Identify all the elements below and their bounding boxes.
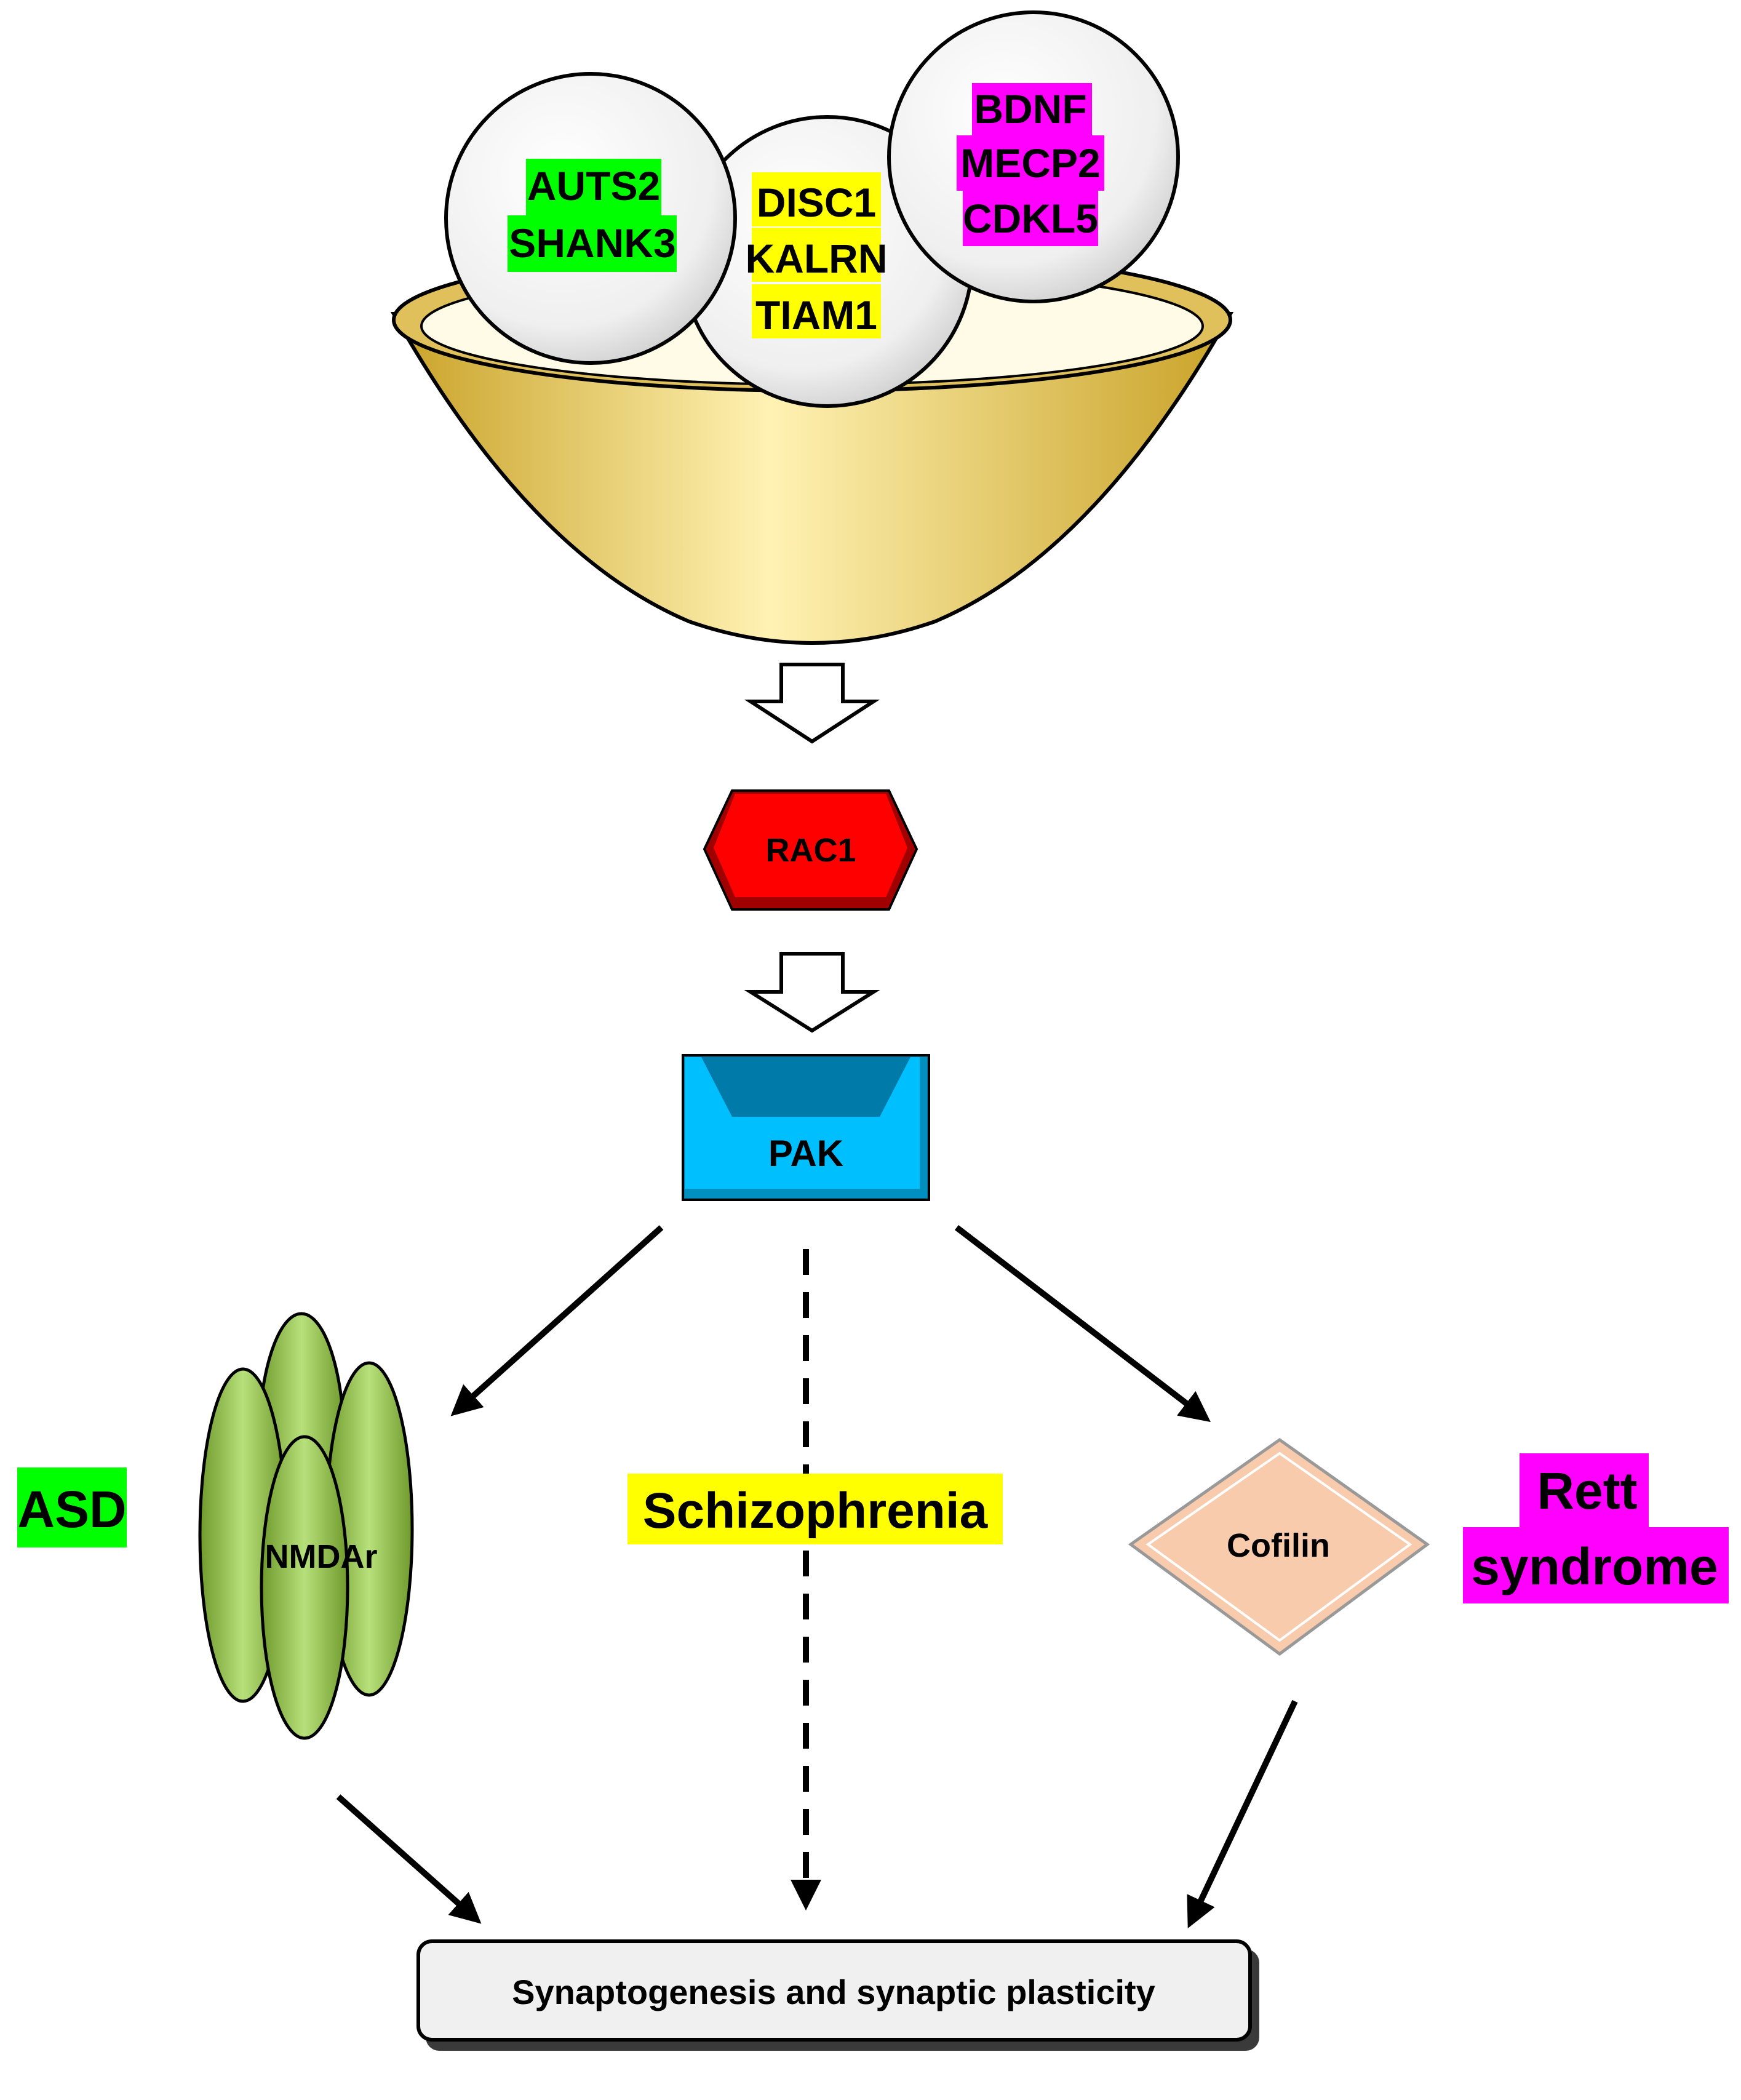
- arrow-nmdar-to-outcome: [336, 1794, 482, 1924]
- asd-highlight: [17, 1467, 127, 1547]
- rett-label-group: Rett syndrome: [1463, 1453, 1729, 1603]
- schizophrenia-label-group: Schizophrenia: [627, 1474, 1003, 1544]
- gene-label: AUTS2: [527, 163, 660, 209]
- rac1-node: RAC1: [703, 789, 918, 911]
- highlight-shank3: [508, 215, 677, 272]
- highlight-auts2: [526, 159, 661, 215]
- asd-label: ASD: [17, 1480, 126, 1538]
- schizophrenia-highlight: [627, 1474, 1003, 1544]
- rac1-label: RAC1: [765, 832, 856, 869]
- gene-label: MECP2: [960, 140, 1100, 186]
- gene-label: TIAM1: [755, 292, 877, 338]
- highlight-bdnf: [972, 83, 1092, 135]
- asd-label-group: ASD: [17, 1467, 127, 1547]
- arrow-pak-to-nmdar: [450, 1225, 664, 1416]
- rett-label-line2: syndrome: [1471, 1538, 1718, 1595]
- gene-label: KALRN: [746, 236, 888, 281]
- gene-label: SHANK3: [509, 220, 675, 266]
- cofilin-node: Cofilin: [1128, 1437, 1430, 1656]
- highlight-tiam1: [752, 284, 881, 338]
- gene-label: DISC1: [757, 180, 876, 225]
- nmdar-label: NMDAr: [265, 1538, 378, 1575]
- nmdar-node: NMDAr: [198, 1312, 414, 1740]
- gene-circle-right: BDNF MECP2 CDKL5: [887, 10, 1180, 303]
- schizophrenia-label: Schizophrenia: [643, 1483, 989, 1539]
- highlight-kalrn: [752, 228, 881, 282]
- rett-highlight-line2: [1463, 1527, 1729, 1603]
- arrow-cofilin-to-outcome: [1187, 1699, 1298, 1929]
- rett-label-line1: Rett: [1537, 1462, 1637, 1520]
- highlight-mecp2: [957, 135, 1104, 191]
- hollow-down-arrow-2: [744, 952, 880, 1033]
- highlight-disc1: [752, 172, 881, 226]
- outcome-node: Synaptogenesis and synaptic plasticity: [416, 1939, 1259, 2051]
- outcome-label: Synaptogenesis and synaptic plasticity: [512, 1973, 1155, 2011]
- gene-label: CDKL5: [963, 196, 1098, 241]
- cofilin-label: Cofilin: [1227, 1527, 1330, 1564]
- highlight-cdkl5: [963, 191, 1098, 246]
- pak-label: PAK: [768, 1133, 843, 1174]
- arrow-pak-to-cofilin: [954, 1225, 1211, 1423]
- gene-label: BDNF: [974, 86, 1086, 132]
- gene-circle-left: AUTS2 SHANK3: [444, 72, 737, 365]
- hollow-down-arrow-1: [744, 663, 880, 744]
- gene-circle-middle: DISC1 KALRN TIAM1: [681, 115, 974, 408]
- rett-highlight-line1: [1520, 1453, 1649, 1527]
- pak-node: PAK: [682, 1054, 930, 1201]
